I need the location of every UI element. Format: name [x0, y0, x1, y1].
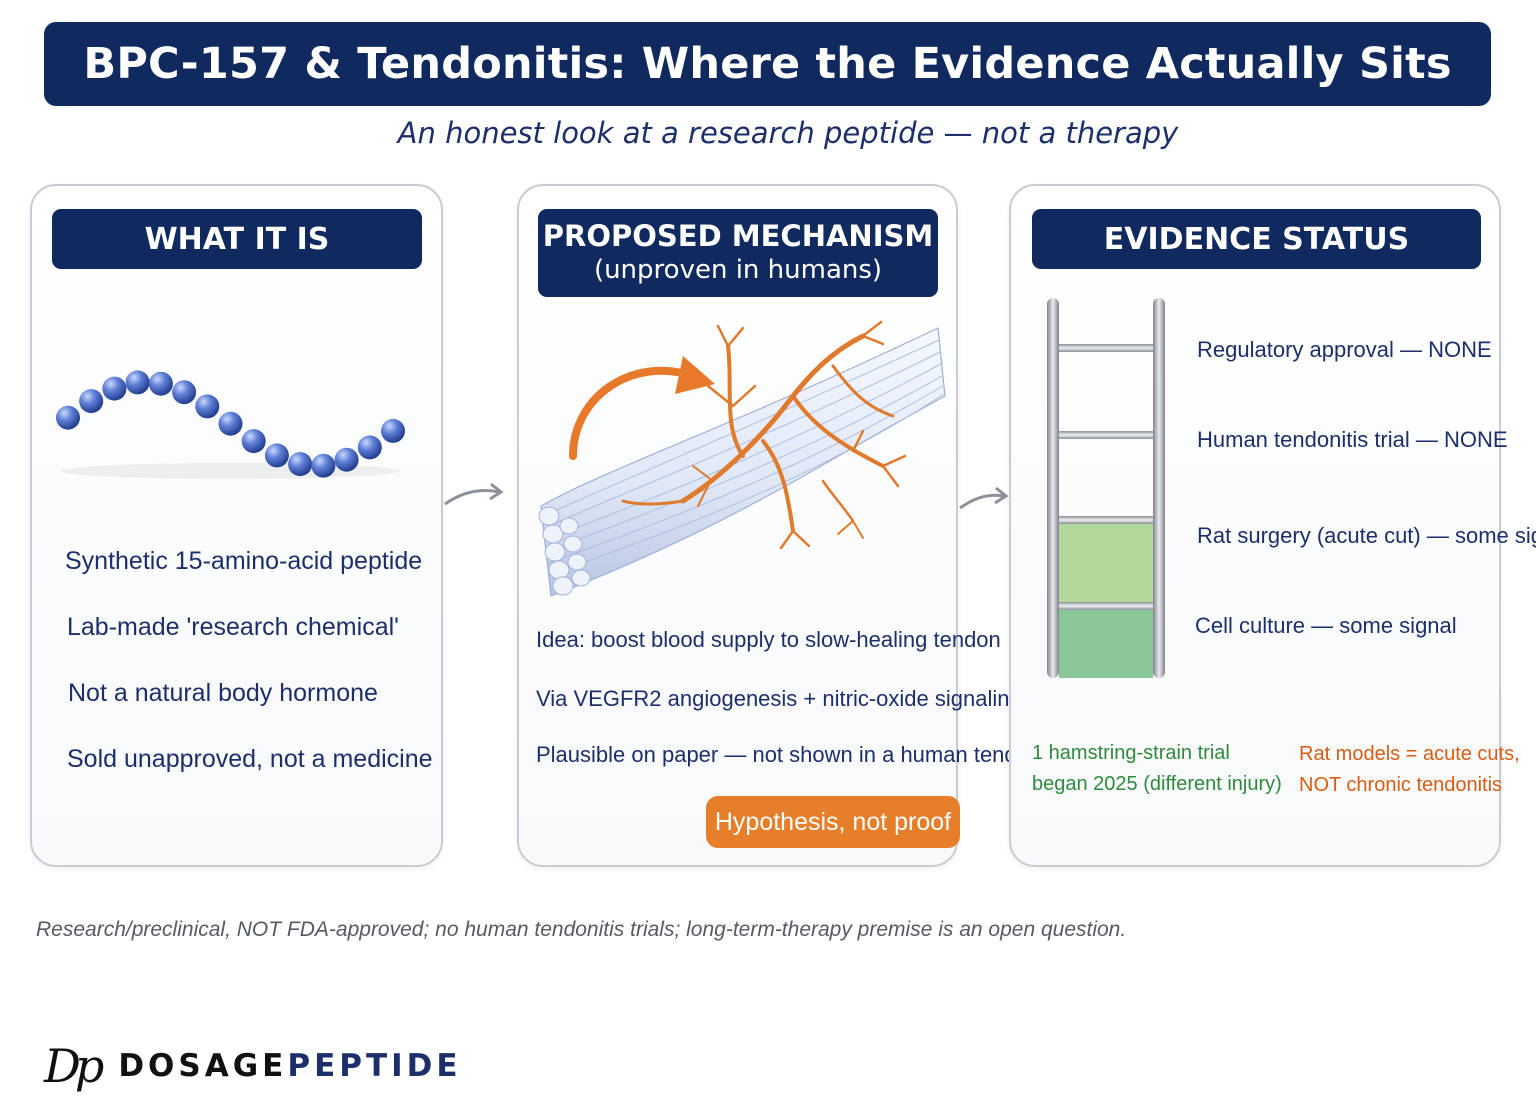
panel-heading-label: EVIDENCE STATUS: [1103, 221, 1410, 257]
peptide-chain-icon: [56, 370, 405, 479]
hypothesis-badge: Hypothesis, not proof: [706, 796, 960, 848]
note-hamstring-trial: 1 hamstring-strain trial began 2025 (dif…: [1032, 738, 1282, 800]
peptide-bead: [241, 429, 266, 454]
arrow-right-icon: [959, 486, 1009, 510]
peptide-bead: [381, 418, 405, 443]
mechanism-line-3: Plausible on paper — not shown in a huma…: [536, 742, 1042, 767]
evidence-rung-4: Cell culture — some signal: [1195, 613, 1457, 638]
note-rat-models: Rat models = acute cuts, NOT chronic ten…: [1299, 739, 1520, 801]
title-banner: BPC-157 & Tendonitis: Where the Evidence…: [44, 22, 1491, 106]
peptide-bead: [148, 371, 173, 396]
mechanism-line-1: Idea: boost blood supply to slow-healing…: [536, 627, 1001, 652]
evidence-rung-1: Regulatory approval — NONE: [1197, 337, 1492, 362]
what-line-1: Synthetic 15-amino-acid peptide: [65, 547, 423, 575]
peptide-bead: [56, 405, 80, 430]
brand-word-a: DOSAGE: [118, 1048, 288, 1084]
evidence-rung-3: Rat surgery (acute cut) — some signal: [1197, 523, 1536, 548]
panel-heading-label: WHAT IT IS: [144, 221, 330, 257]
peptide-bead: [218, 411, 243, 436]
note-line: 1 hamstring-strain trial: [1032, 742, 1230, 764]
evidence-rung-2: Human tendonitis trial — NONE: [1197, 427, 1508, 452]
peptide-bead: [288, 452, 313, 477]
brand-mark-icon: Dp: [44, 1039, 104, 1093]
peptide-bead: [357, 435, 382, 460]
panel-heading-evidence: EVIDENCE STATUS: [1032, 209, 1481, 269]
arrow-right-icon: [444, 482, 504, 506]
panel-proposed-mechanism: PROPOSED MECHANISM (unproven in humans): [517, 184, 1041, 867]
what-line-3: Not a natural body hormone: [68, 679, 378, 707]
peptide-bead: [102, 376, 127, 401]
brand-word-b: PEPTIDE: [287, 1048, 462, 1084]
brand-logo: Dp DOSAGEPEPTIDE: [44, 1036, 462, 1096]
brand-wordmark: DOSAGEPEPTIDE: [118, 1048, 461, 1084]
what-line-2: Lab-made 'research chemical': [67, 613, 399, 641]
what-line-4: Sold unapproved, not a medicine: [67, 745, 433, 773]
page-title: BPC-157 & Tendonitis: Where the Evidence…: [83, 39, 1452, 89]
panel-what-it-is: WHAT IT IS Synthetic 15-amino-acid pepti…: [30, 184, 443, 867]
panel-heading-sublabel: (unproven in humans): [593, 255, 883, 285]
peptide-bead: [195, 394, 220, 419]
peptide-bead: [79, 389, 104, 414]
tendon-blood-vessel-illustration: [538, 320, 946, 597]
mechanism-line-2: Via VEGFR2 angiogenesis + nitric-oxide s…: [536, 686, 1022, 711]
page-subtitle: An honest look at a research peptide — n…: [397, 116, 1179, 150]
panel-heading-label: PROPOSED MECHANISM: [542, 219, 934, 253]
peptide-bead: [264, 443, 289, 468]
peptide-bead: [334, 447, 359, 472]
panel-heading-what-it-is: WHAT IT IS: [52, 209, 422, 269]
note-line: NOT chronic tendonitis: [1299, 774, 1503, 796]
peptide-bead: [125, 370, 150, 395]
note-line: began 2025 (different injury): [1032, 773, 1282, 795]
peptide-bead: [172, 380, 197, 405]
evidence-ladder-icon: [1047, 298, 1165, 678]
peptide-bead: [311, 453, 336, 478]
panel-evidence-status: EVIDENCE STATUS Regulatory approval — NO…: [1009, 184, 1536, 867]
footnote: Research/preclinical, NOT FDA-approved; …: [36, 918, 1127, 941]
note-line: Rat models = acute cuts,: [1299, 743, 1520, 765]
panel-heading-mechanism: PROPOSED MECHANISM (unproven in humans): [538, 209, 938, 297]
